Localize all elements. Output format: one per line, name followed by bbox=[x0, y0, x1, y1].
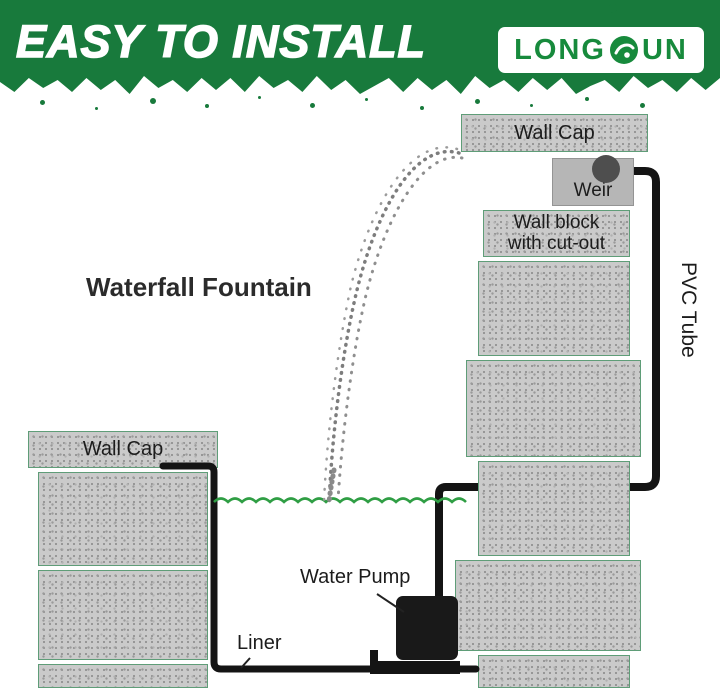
wall-block bbox=[38, 664, 208, 688]
water-pump-label: Water Pump bbox=[300, 566, 411, 588]
paint-speck bbox=[150, 98, 156, 104]
diagram-title: Waterfall Fountain bbox=[86, 272, 312, 302]
paint-speck bbox=[640, 103, 645, 108]
paint-speck bbox=[420, 106, 424, 110]
wall-block bbox=[466, 360, 641, 457]
wall-block-cutout-block: Wall block with cut-out bbox=[483, 210, 630, 257]
water-surface-line bbox=[213, 497, 467, 504]
waterfall-spray-arc bbox=[327, 149, 461, 506]
weir-outlet-knob bbox=[592, 155, 620, 183]
paint-speck bbox=[95, 107, 98, 110]
waterfall-spray-arc bbox=[336, 155, 464, 502]
wall-block bbox=[478, 261, 630, 356]
wall-block bbox=[38, 570, 208, 660]
water-pump-pointer-line bbox=[376, 593, 405, 613]
wall-block bbox=[38, 472, 208, 566]
waterfall-spray-arc bbox=[322, 146, 459, 504]
wall-block bbox=[478, 655, 630, 688]
mascot-runner-icon bbox=[590, 3, 618, 29]
water-pump-body bbox=[396, 596, 458, 660]
paint-speck bbox=[258, 96, 261, 99]
liner-label: Liner bbox=[237, 632, 282, 654]
runner-badge-icon bbox=[609, 36, 638, 64]
liner-line bbox=[159, 462, 480, 673]
pvc-tube-label: PVC Tube bbox=[677, 262, 700, 358]
brand-text-long: LONG bbox=[514, 33, 606, 66]
pvc-tube-line bbox=[435, 167, 660, 610]
paint-speck bbox=[40, 100, 45, 105]
paint-speck bbox=[205, 104, 209, 108]
liner-pointer-line bbox=[240, 657, 251, 669]
banner-title: EASY TO INSTALL bbox=[15, 15, 427, 68]
wall-block bbox=[455, 560, 641, 651]
brand-logo: LONG UN bbox=[498, 27, 704, 73]
paint-speck bbox=[585, 97, 589, 101]
wall-cap-right-block: Wall Cap bbox=[461, 114, 648, 152]
brand-text-un: UN bbox=[641, 33, 688, 66]
wall-cap-left-block: Wall Cap bbox=[28, 431, 218, 468]
wall-cap-left-label: Wall Cap bbox=[82, 438, 164, 460]
paint-speck bbox=[475, 99, 480, 104]
water-pump-tray bbox=[370, 650, 460, 674]
wall-cap-right-label: Wall Cap bbox=[514, 121, 595, 144]
paint-speck bbox=[530, 104, 533, 107]
wall-block-cutout-label: Wall block with cut-out bbox=[507, 211, 606, 254]
weir-label: Weir bbox=[573, 180, 613, 201]
paint-speck bbox=[365, 98, 368, 101]
paint-speck bbox=[310, 103, 315, 108]
wall-block bbox=[478, 461, 630, 556]
waterfall-spray-splash bbox=[326, 467, 337, 506]
